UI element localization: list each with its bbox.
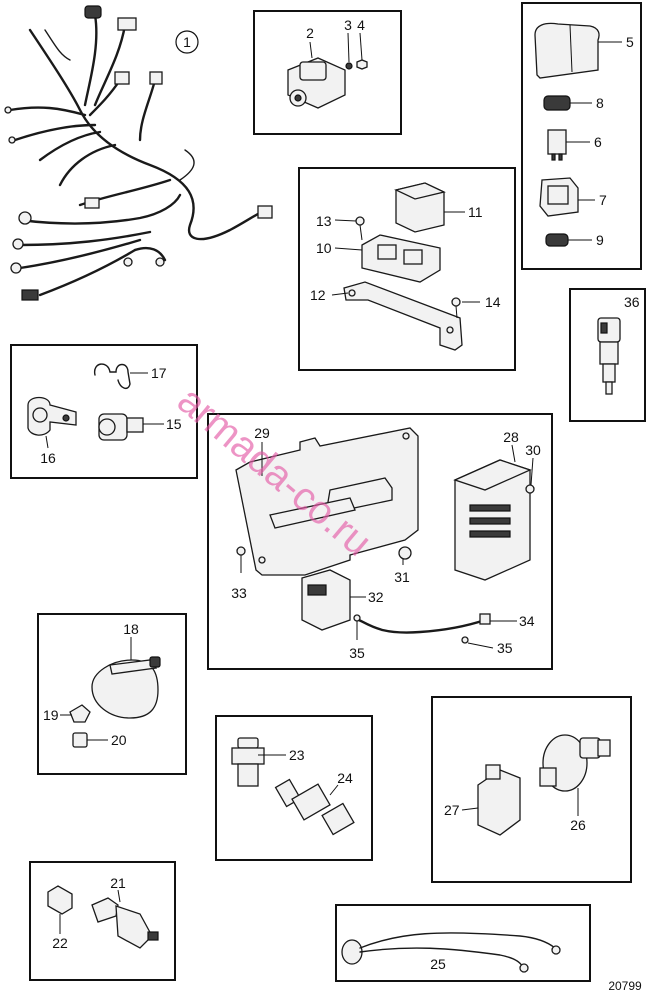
figure-number: 20799 xyxy=(608,979,642,993)
part-36-sensor xyxy=(597,317,621,395)
part-3-washer xyxy=(345,62,353,70)
callout-20: 20 xyxy=(111,732,127,748)
callout-8: 8 xyxy=(596,95,604,111)
part-4-nut xyxy=(356,59,368,70)
part-32-relay xyxy=(301,569,351,631)
callout-26: 26 xyxy=(570,817,586,833)
part-29-mounting-plate xyxy=(235,427,419,576)
callout-9: 9 xyxy=(596,232,604,248)
callout-27: 27 xyxy=(444,802,460,818)
part-35-nut-b xyxy=(461,636,469,644)
callout-4: 4 xyxy=(357,17,365,33)
callout-24: 24 xyxy=(337,770,353,786)
callout-19: 19 xyxy=(43,707,59,723)
callout-13: 13 xyxy=(316,213,332,229)
callout-22: 22 xyxy=(52,935,68,951)
callout-5: 5 xyxy=(626,34,634,50)
part-31-spacer xyxy=(398,546,412,560)
callout-6: 6 xyxy=(594,134,602,150)
callout-10: 10 xyxy=(316,240,332,256)
callout-7: 7 xyxy=(599,192,607,208)
callout-31: 31 xyxy=(394,569,410,585)
callout-16: 16 xyxy=(40,450,56,466)
box-items-18-20 xyxy=(37,613,187,775)
part-27-adapter xyxy=(477,764,521,836)
callout-29: 29 xyxy=(254,425,270,441)
part-15-connector xyxy=(98,413,144,441)
callout-1: 1 xyxy=(183,34,191,50)
part-33-screw xyxy=(236,546,246,556)
box-items-21-22 xyxy=(29,861,176,981)
part-16-cable-clamp xyxy=(27,396,77,436)
part-24-sensor xyxy=(274,778,355,836)
box-items-15-17 xyxy=(10,344,198,479)
callout-11: 11 xyxy=(468,204,483,220)
part-5-fuse-holder-cover xyxy=(534,22,600,79)
part-12-bracket xyxy=(343,281,463,351)
wiring-harness xyxy=(4,5,273,301)
callout-33: 33 xyxy=(231,585,247,601)
box-items-28-35 xyxy=(207,413,553,670)
box-items-26-27 xyxy=(431,696,632,883)
box-items-2-4 xyxy=(253,10,402,135)
part-30-screw xyxy=(525,484,535,494)
part-13-screw xyxy=(355,216,365,241)
callout-17: 17 xyxy=(151,365,167,381)
part-25-cable xyxy=(341,932,561,973)
part-14-screw xyxy=(451,297,461,319)
callout-28: 28 xyxy=(503,429,519,445)
callout-35b: 35 xyxy=(497,640,513,656)
callout-30: 30 xyxy=(525,442,541,458)
callout-2: 2 xyxy=(306,25,314,41)
part-9-seal xyxy=(545,233,569,247)
callout-36: 36 xyxy=(624,294,640,310)
box-item-36 xyxy=(569,288,646,422)
callout-23: 23 xyxy=(289,747,305,763)
callout-circle-1 xyxy=(175,30,199,54)
part-35-nut-a xyxy=(353,614,361,622)
box-items-5-9 xyxy=(521,2,642,270)
part-26-pressure-sensor xyxy=(539,734,611,792)
callout-14: 14 xyxy=(485,294,501,310)
box-items-23-24 xyxy=(215,715,373,861)
part-20-adapter xyxy=(72,732,88,748)
part-19-elbow xyxy=(69,704,91,723)
callout-32: 32 xyxy=(368,589,384,605)
callout-18: 18 xyxy=(123,621,139,637)
part-6-fuse xyxy=(547,129,567,161)
callout-35a: 35 xyxy=(349,645,365,661)
part-23-temp-sender xyxy=(231,737,265,787)
part-21-sender xyxy=(91,897,159,949)
callout-21: 21 xyxy=(110,875,126,891)
part-11-relay xyxy=(394,182,446,233)
callout-25: 25 xyxy=(430,956,446,972)
part-7-fuse-holder xyxy=(539,177,579,217)
callout-3: 3 xyxy=(344,17,352,33)
part-8-seal xyxy=(543,95,571,111)
part-18-sender xyxy=(91,656,161,719)
callout-15: 15 xyxy=(166,416,182,432)
callout-34: 34 xyxy=(519,613,535,629)
box-item-25 xyxy=(335,904,591,982)
part-17-clip xyxy=(94,363,131,390)
part-28-control-module xyxy=(453,459,532,581)
part-10-relay-socket xyxy=(361,234,441,283)
callout-12: 12 xyxy=(310,287,326,303)
part-22-adapter xyxy=(47,885,73,915)
part-34-cable xyxy=(353,613,491,634)
box-items-10-14 xyxy=(298,167,516,371)
part-2-ignition-switch xyxy=(287,57,346,109)
